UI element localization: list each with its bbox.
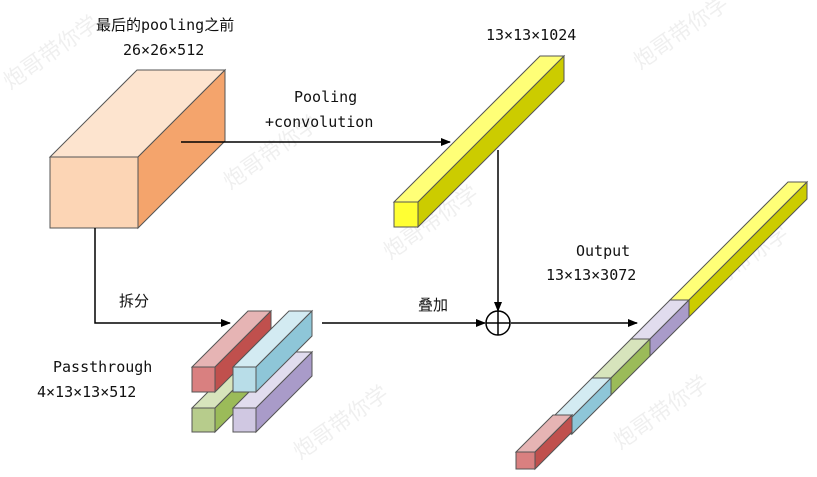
input-tensor-box (48, 68, 227, 230)
input-title: 最后的pooling之前 (96, 16, 234, 34)
watermark-text: 炮哥带你学 (289, 381, 393, 465)
pass-blue-box (231, 309, 314, 394)
watermark-text: 炮哥带你学 (0, 11, 104, 95)
add-operator-icon (485, 310, 511, 336)
out-yellow-seg (668, 180, 809, 319)
pass-red-box (190, 309, 273, 394)
pass-blue-box-front (232, 366, 257, 393)
pass-purple-box (231, 350, 314, 434)
watermark-text: 炮哥带你学 (629, 0, 733, 75)
connector-layer (94, 138, 638, 336)
output-label-line2: 13×13×3072 (546, 266, 636, 284)
pooling-label-line2: +convolution (265, 113, 373, 131)
box-layer (48, 54, 809, 471)
passthrough-label-line1: Passthrough (53, 358, 152, 376)
yellow-tensor-box-top (392, 55, 566, 203)
input-dims: 26×26×512 (123, 41, 204, 59)
yellow-tensor-box-front (393, 201, 419, 228)
concat-label: 叠加 (418, 296, 448, 314)
labels: 最后的pooling之前 26×26×512 13×13×1024 Poolin… (37, 16, 636, 401)
yellow-dims: 13×13×1024 (486, 26, 576, 44)
split-label: 拆分 (119, 292, 149, 310)
out-red-seg-front (515, 451, 536, 470)
out-yellow-seg-side (688, 180, 808, 319)
pooling-label-line1: Pooling (294, 88, 357, 106)
passthrough-label-line2: 4×13×13×512 (37, 383, 136, 401)
output-label-line1: Output (576, 242, 630, 260)
pass-red-box-front (191, 366, 216, 393)
input-tensor-box-front (49, 156, 139, 229)
pass-green-box-front (191, 407, 216, 433)
watermark-text: 炮哥带你学 (609, 371, 713, 455)
yellow-tensor-box (392, 54, 566, 229)
out-red-seg (514, 413, 574, 471)
pass-purple-box-front (232, 407, 257, 433)
split-arrow (94, 228, 231, 327)
